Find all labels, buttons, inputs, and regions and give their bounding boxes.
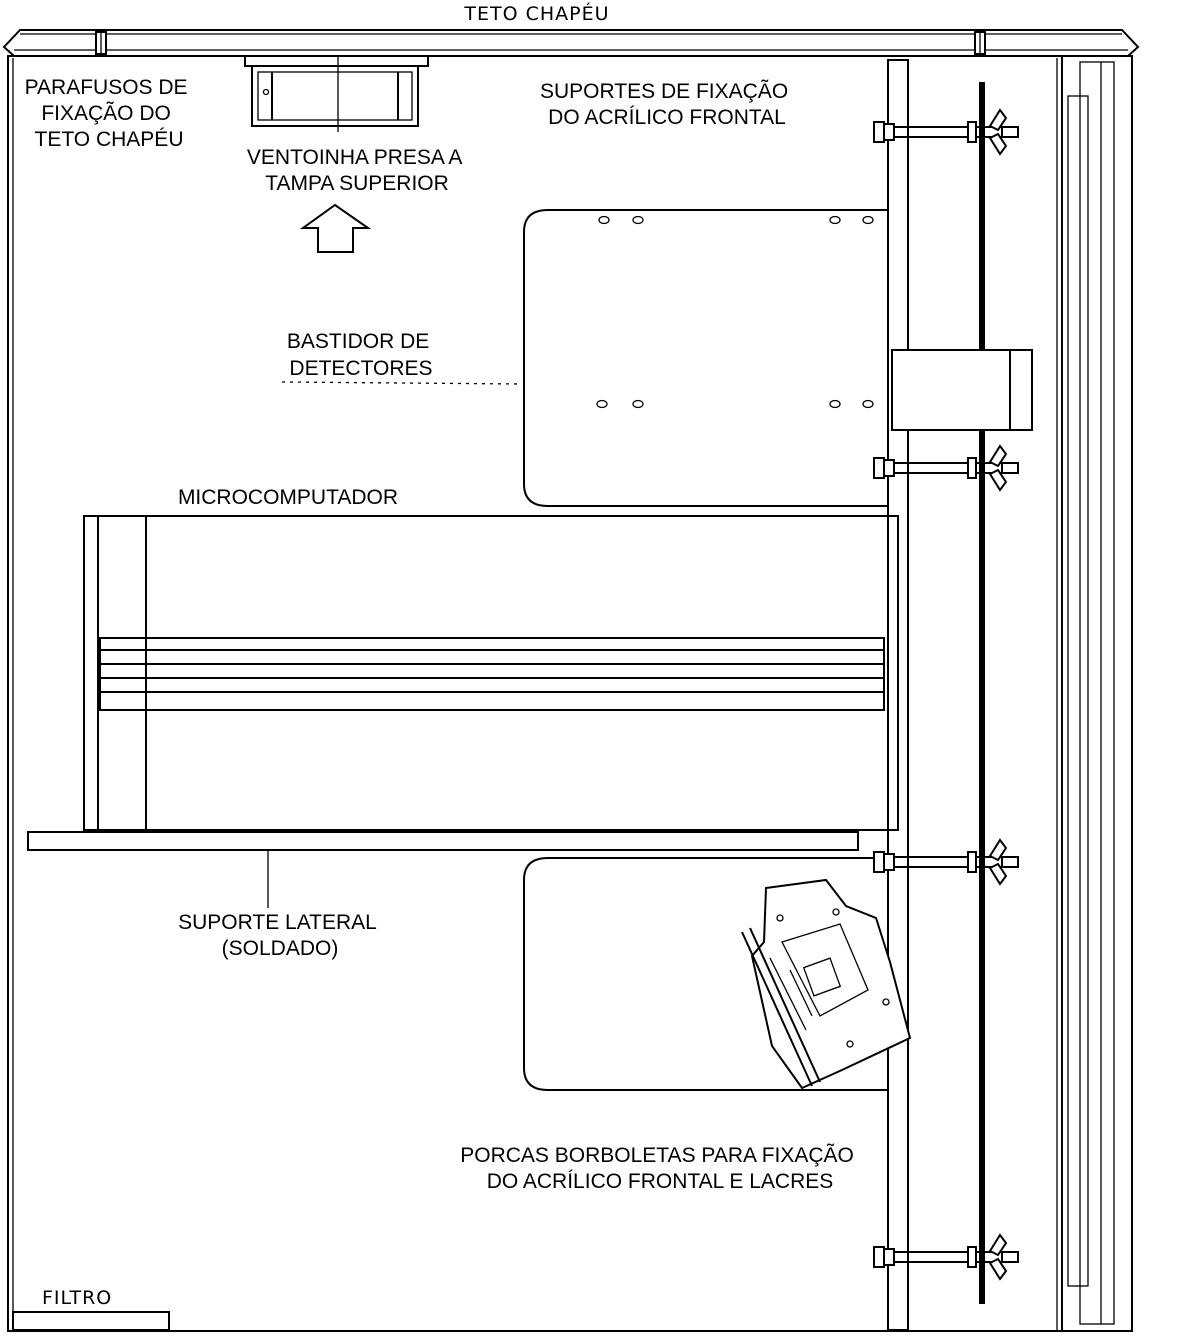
side-support-label: SUPORTE LATERAL (SOLDADO) bbox=[178, 911, 382, 960]
detector-rack-label: BASTIDOR DE DETECTORES bbox=[287, 330, 435, 380]
cabinet-body bbox=[7, 55, 1063, 1332]
side-support-shelf bbox=[27, 831, 859, 908]
wing-nut-bolt-2 bbox=[873, 444, 1019, 492]
relay-bracket bbox=[741, 878, 912, 1090]
wing-nuts-label: PORCAS BORBOLETAS PARA FIXAÇÃO DO ACRÍLI… bbox=[460, 1143, 860, 1193]
fan bbox=[244, 55, 429, 132]
wing-nut-bolt-3 bbox=[873, 838, 1019, 886]
fan-label: VENTOINHA PRESA A TAMPA SUPERIOR bbox=[247, 146, 467, 195]
roof-label: TETO CHAPÉU bbox=[463, 2, 609, 25]
microcomputer-label: MICROCOMPUTADOR bbox=[178, 486, 398, 509]
roof-screw-right bbox=[974, 31, 986, 55]
filter-label: FILTRO bbox=[42, 1287, 112, 1309]
front-door-frame bbox=[1061, 55, 1133, 1332]
filter bbox=[12, 1311, 170, 1331]
roof-screw-left bbox=[95, 31, 107, 55]
wing-nut-bolt-4 bbox=[873, 1233, 1019, 1281]
roof-cap bbox=[2, 29, 1140, 57]
wing-nut-bolt-1 bbox=[873, 108, 1019, 156]
acrylic-supports-label: SUPORTES DE FIXAÇÃO DO ACRÍLICO FRONTAL bbox=[540, 79, 794, 129]
front-rail bbox=[887, 59, 985, 1331]
roof-screws-label: PARAFUSOS DE FIXAÇÃO DO TETO CHAPÉU bbox=[25, 76, 194, 151]
detector-rack bbox=[281, 209, 1033, 507]
microcomputer bbox=[83, 515, 899, 831]
lower-panel bbox=[523, 857, 888, 1091]
up-arrow-icon bbox=[299, 203, 372, 253]
